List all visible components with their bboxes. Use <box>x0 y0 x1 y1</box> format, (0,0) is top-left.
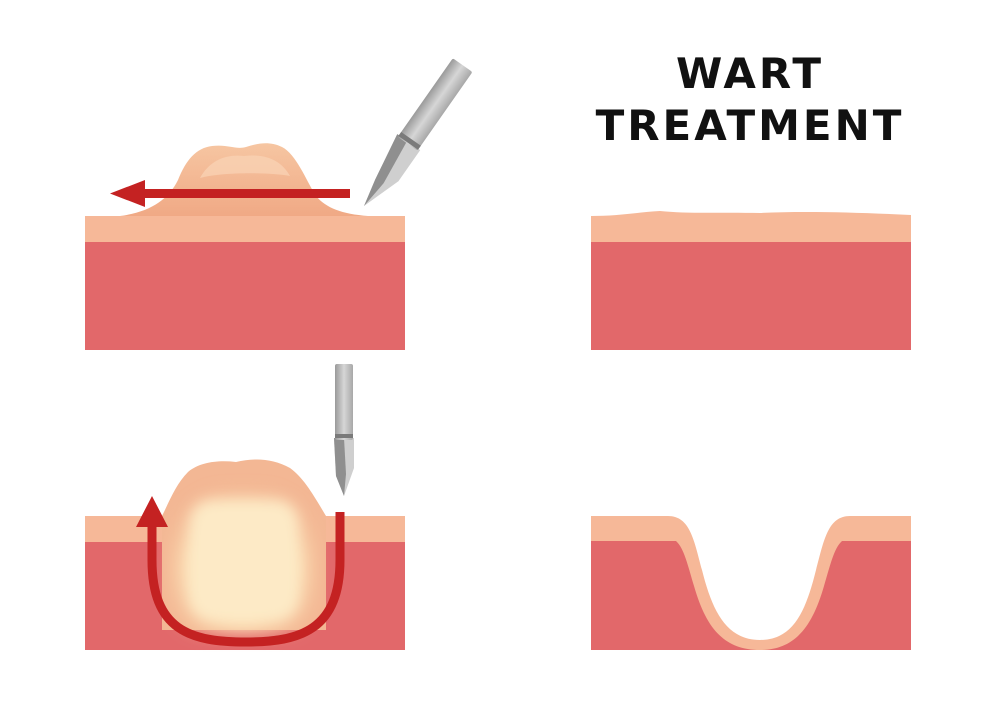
dermis-layer <box>85 240 405 350</box>
dermis-layer <box>760 541 911 650</box>
curved-arrow-icon <box>136 496 345 647</box>
panel-shave-excision <box>85 59 472 350</box>
dermis-layer <box>591 541 760 650</box>
epidermis-layer <box>591 211 911 242</box>
skin-block-icon <box>591 211 911 350</box>
dermis-layer <box>591 240 911 350</box>
panel-deep-result <box>591 516 911 650</box>
left-arrow-icon <box>110 180 350 207</box>
wart-highlight <box>200 155 290 178</box>
title-line-1: WART <box>675 49 825 98</box>
scalpel-icon <box>364 59 472 206</box>
skin-block-icon <box>591 516 911 650</box>
panel-shave-result <box>591 211 911 350</box>
epidermis-layer <box>85 216 405 242</box>
raised-wart-icon <box>120 143 368 216</box>
deep-wart-icon <box>162 459 326 636</box>
title-line-2: TREATMENT <box>595 101 905 150</box>
page-title: WART TREATMENT <box>560 48 940 152</box>
skin-block-icon <box>85 216 405 350</box>
scalpel-icon <box>334 364 354 496</box>
panel-deep-excision <box>85 364 405 650</box>
